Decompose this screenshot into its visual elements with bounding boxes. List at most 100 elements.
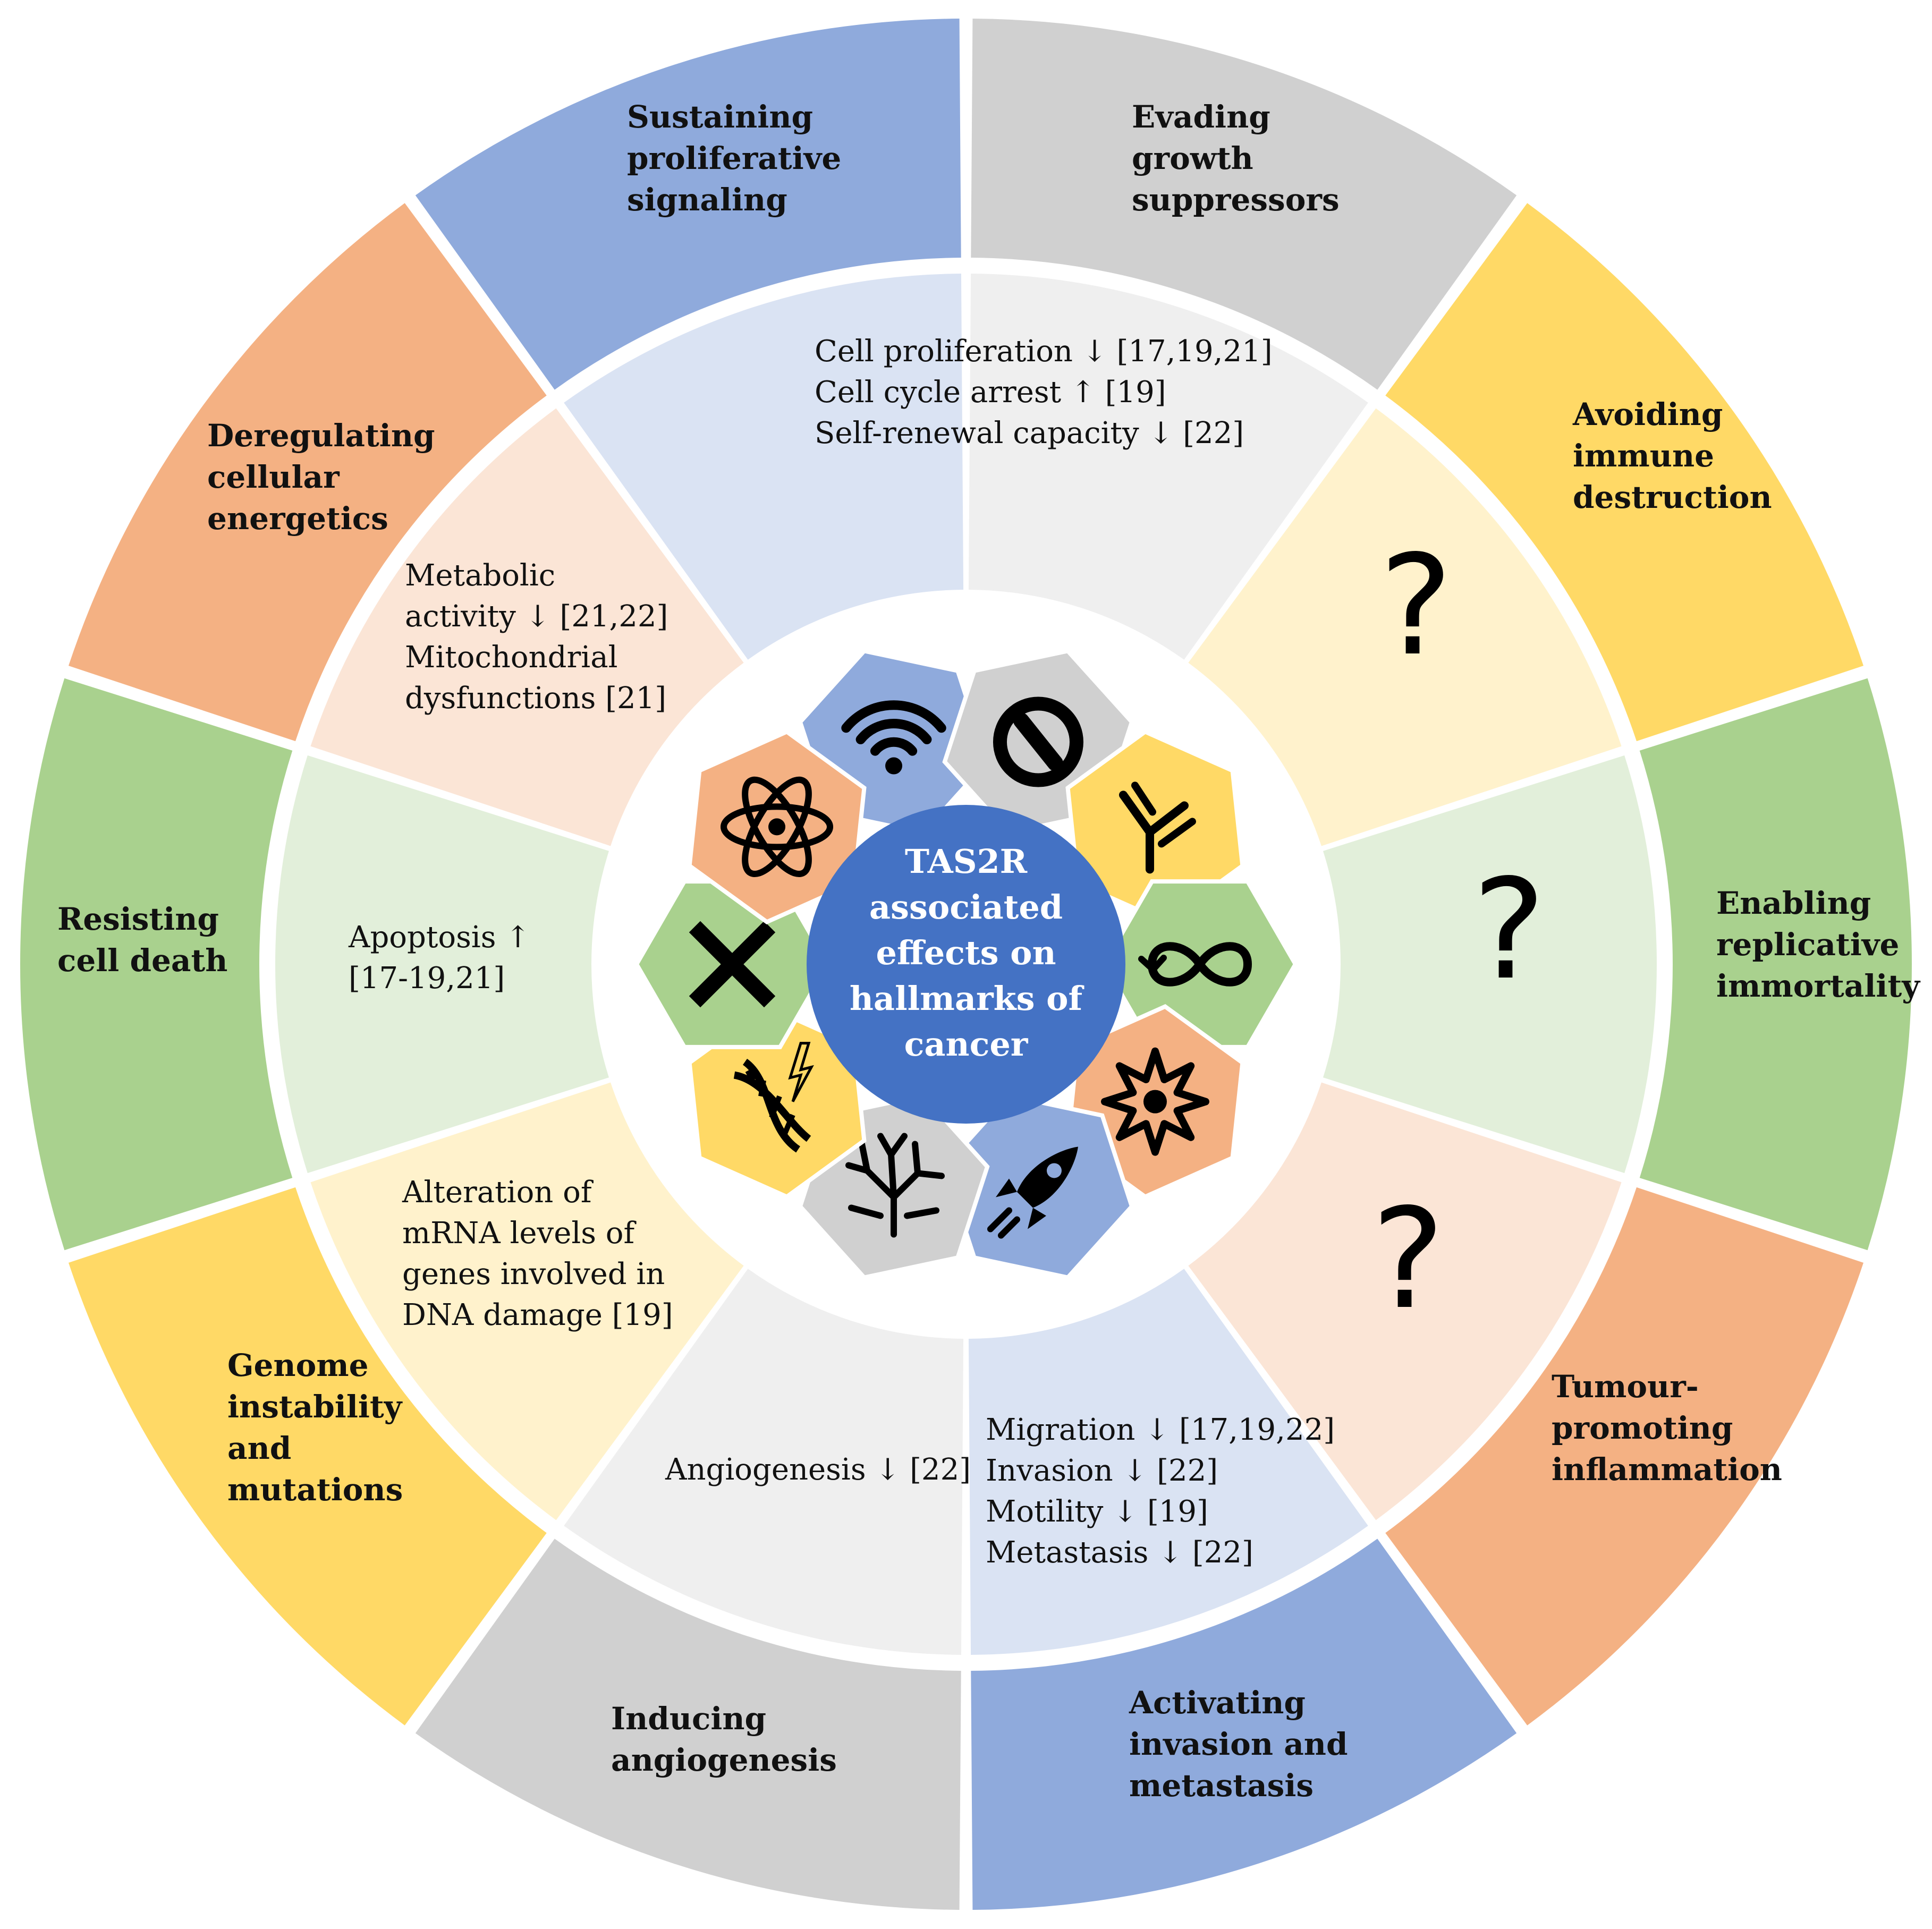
center-title: TAS2R associated effects on hallmarks of can… bbox=[850, 842, 1084, 1064]
hallmark-title-line: Enabling bbox=[1716, 885, 1871, 921]
hallmark-title-line: invasion and bbox=[1129, 1726, 1348, 1762]
effect-line: Apoptosis ↑ bbox=[348, 920, 530, 955]
infinity-icon bbox=[1138, 942, 1252, 987]
hallmark-title-line: suppressors bbox=[1132, 182, 1340, 218]
antibody-icon bbox=[1118, 781, 1196, 874]
hallmark-title-line: Sustaining bbox=[627, 99, 813, 135]
effect-line: Metabolic bbox=[405, 558, 555, 593]
effect-line: DNA damage [19] bbox=[402, 1298, 673, 1332]
center-line: cancer bbox=[904, 1025, 1029, 1064]
effect-line: Alteration of bbox=[402, 1175, 594, 1210]
effect-line: Metastasis ↓ [22] bbox=[986, 1535, 1253, 1570]
hallmark-title-line: immortality bbox=[1716, 968, 1921, 1004]
hallmark-title-line: metastasis bbox=[1129, 1767, 1314, 1804]
hallmark-title-line: energetics bbox=[207, 500, 388, 537]
hallmark-title-line: Evading bbox=[1132, 99, 1270, 135]
hallmark-title-line: inflammation bbox=[1552, 1451, 1782, 1488]
center-line: effects on bbox=[876, 933, 1056, 972]
effect-line: Cell proliferation ↓ [17,19,21] bbox=[815, 334, 1273, 369]
hallmark-title-line: Inducing bbox=[611, 1701, 766, 1737]
hallmark-title-line: destruction bbox=[1573, 479, 1772, 515]
unknown-effect-immortality: ? bbox=[1472, 850, 1546, 1010]
hallmark-title-angiogenesis: Inducing angiogenesis bbox=[611, 1701, 837, 1778]
inner-segment-genome bbox=[310, 1082, 744, 1520]
hallmark-title-line: Tumour- bbox=[1552, 1369, 1699, 1405]
inner-segment-immune bbox=[1188, 408, 1622, 846]
inner-segment-energetics bbox=[310, 408, 744, 846]
hallmark-title-line: cellular bbox=[207, 459, 340, 495]
hallmark-title-immune: Avoiding immune destruction bbox=[1572, 396, 1772, 515]
prohibited-icon bbox=[993, 696, 1083, 787]
inner-segment-immortality bbox=[1323, 755, 1657, 1174]
outer-segment-energetics bbox=[69, 203, 547, 742]
center-circle bbox=[807, 805, 1125, 1124]
hallmark-title-line: Avoiding bbox=[1572, 396, 1723, 432]
inner-segment-angiogenesis bbox=[564, 1269, 964, 1655]
effect-line: activity ↓ [21,22] bbox=[405, 599, 668, 634]
hallmark-title-line: and bbox=[227, 1430, 291, 1466]
center-line: hallmarks of bbox=[850, 979, 1084, 1018]
center-hub: TAS2R associated effects on hallmarks of can… bbox=[807, 805, 1125, 1124]
icon-tile-immune bbox=[1065, 729, 1245, 924]
effect-line: genes involved in bbox=[402, 1257, 665, 1291]
outer-segment-angiogenesis bbox=[415, 1539, 961, 1910]
effect-texts: Cell proliferation ↓ [17,19,21] Cell cycl… bbox=[348, 334, 1546, 1570]
explosion-icon bbox=[1100, 1047, 1209, 1156]
hallmark-title-line: Genome bbox=[227, 1347, 369, 1383]
effect-line: Mitochondrial bbox=[405, 640, 618, 675]
outer-segment-genome bbox=[69, 1187, 547, 1726]
inner-segment-inflammation bbox=[1188, 1082, 1622, 1520]
unknown-effect-inflammation: ? bbox=[1371, 1179, 1445, 1340]
effect-line: Motility ↓ [19] bbox=[986, 1494, 1208, 1529]
inner-segment-growth-suppressors bbox=[968, 274, 1368, 660]
hallmark-title-line: mutations bbox=[227, 1472, 403, 1508]
center-line: TAS2R bbox=[905, 842, 1028, 881]
inner-segment-cell-death bbox=[275, 755, 609, 1174]
hallmark-title-genome: Genome instability and mutations bbox=[227, 1347, 403, 1508]
rocket-icon bbox=[987, 1146, 1078, 1239]
hallmark-title-line: Resisting bbox=[57, 901, 219, 937]
effect-line: mRNA levels of bbox=[402, 1216, 637, 1251]
hallmark-title-line: Deregulating bbox=[207, 418, 435, 454]
hallmark-title-line: angiogenesis bbox=[611, 1742, 837, 1778]
outer-segment-immune bbox=[1385, 203, 1863, 742]
hallmark-title-line: signaling bbox=[627, 182, 787, 218]
x-cross-icon bbox=[689, 921, 776, 1008]
effect-line: Cell cycle arrest ↑ [19] bbox=[815, 375, 1166, 410]
icon-tile-cell-death bbox=[634, 879, 831, 1049]
hallmark-title-line: instability bbox=[227, 1389, 403, 1425]
inner-ring bbox=[275, 274, 1657, 1655]
hallmark-title-line: proliferative bbox=[627, 140, 841, 176]
effect-line: Invasion ↓ [22] bbox=[986, 1454, 1218, 1488]
wifi-signal-icon bbox=[841, 700, 946, 775]
outer-segment-proliferative bbox=[415, 19, 961, 390]
hallmark-title-line: promoting bbox=[1552, 1410, 1733, 1446]
effect-line: Self-renewal capacity ↓ [22] bbox=[815, 416, 1244, 451]
effects-genome: Alteration of mRNA levels of genes involve… bbox=[402, 1175, 673, 1332]
hallmark-title-cell-death: Resisting cell death bbox=[57, 901, 227, 979]
hallmark-title-line: cell death bbox=[57, 942, 227, 979]
outer-ring bbox=[20, 19, 1912, 1910]
outer-segment-immortality bbox=[1639, 678, 1912, 1251]
effects-invasion: Migration ↓ [17,19,22] Invasion ↓ [22] Mot… bbox=[986, 1413, 1335, 1570]
hallmark-title-proliferative: Sustaining proliferative signaling bbox=[627, 99, 841, 218]
hallmark-titles: Sustaining proliferative signaling Evading g… bbox=[57, 99, 1921, 1804]
outer-segment-growth-suppressors bbox=[971, 19, 1517, 390]
icon-tile-genome bbox=[687, 1004, 867, 1200]
inner-segment-proliferative bbox=[564, 274, 964, 660]
center-line: associated bbox=[869, 888, 1063, 927]
blood-vessel-icon bbox=[845, 1133, 945, 1238]
dna-damage-icon bbox=[733, 1042, 814, 1153]
outer-segment-cell-death bbox=[20, 678, 293, 1251]
inner-segment-invasion bbox=[968, 1269, 1368, 1655]
outer-segment-invasion bbox=[971, 1539, 1517, 1910]
unknown-effect-immune: ? bbox=[1379, 526, 1453, 686]
effect-line: dysfunctions [21] bbox=[405, 681, 666, 716]
hallmark-title-line: immune bbox=[1573, 438, 1714, 474]
effect-line: Migration ↓ [17,19,22] bbox=[986, 1413, 1335, 1447]
hallmark-title-inflammation: Tumour-promoting inflammation bbox=[1552, 1369, 1782, 1488]
effects-growth-suppressors: Cell proliferation ↓ [17,19,21] Cell cycl… bbox=[815, 334, 1273, 451]
